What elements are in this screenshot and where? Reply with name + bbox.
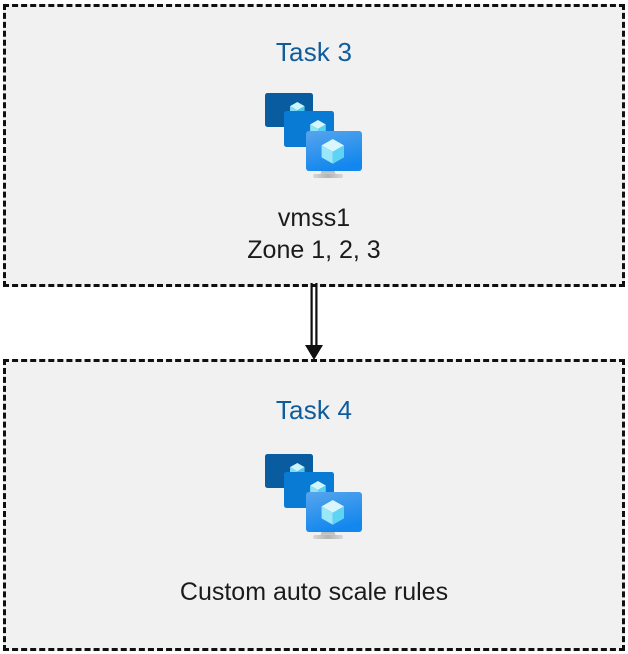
- task-box-title: Task 3: [275, 37, 353, 67]
- task-box-caption: Custom auto scale rules: [179, 578, 449, 606]
- arrowhead-icon: [305, 345, 323, 360]
- vm-scale-set-icon: [262, 89, 366, 181]
- vm-scale-set-icon: [262, 450, 366, 542]
- monitor-front: [306, 131, 362, 171]
- task-box-caption: vmss1 Zone 1, 2, 3: [247, 204, 381, 264]
- task-box-title: Task 4: [275, 395, 353, 425]
- connector-task3-to-task4: [296, 283, 332, 361]
- task-box-task3[interactable]: Task 3: [3, 4, 625, 287]
- task-box-task4[interactable]: Task 4: [3, 359, 625, 651]
- connector-line-left: [310, 283, 313, 347]
- monitor-front: [306, 492, 362, 532]
- connector-line-right: [315, 283, 318, 347]
